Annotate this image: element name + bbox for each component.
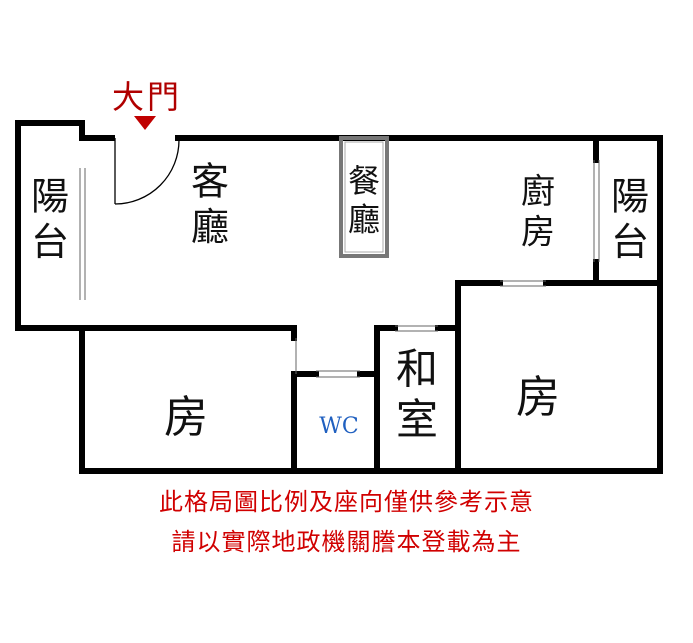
top-wall-left (79, 120, 115, 141)
wc-door-opening (295, 338, 360, 378)
bedroom-left-top-wall (79, 325, 297, 341)
entrance-arrow-icon (134, 116, 156, 130)
room-label-bathroom: WC (319, 414, 358, 439)
walls (15, 120, 663, 474)
dining-room-inner (344, 141, 384, 253)
thin-lines (79, 160, 600, 378)
room-label-bedroom-right: 房 (516, 372, 560, 423)
balcony-right-window (593, 160, 600, 262)
room-label-dining-room: 餐廳 (348, 162, 380, 238)
kitchen-bottom-wall (455, 280, 663, 474)
entrance-label: 大門 (112, 78, 182, 116)
room-label-kitchen: 廚房 (521, 172, 555, 253)
room-label-japanese-room: 和室 (396, 345, 438, 444)
room-label-balcony-right: 陽台 (611, 174, 649, 264)
room-label-bedroom-left: 房 (164, 392, 208, 443)
room-label-living-room: 客廳 (191, 159, 229, 249)
japanese-room-door-opening (395, 325, 438, 332)
dining-room-box (339, 136, 389, 258)
entrance-door (114, 138, 180, 205)
bedroom-right-door-opening (500, 280, 546, 287)
room-label-balcony-left: 陽台 (31, 174, 69, 264)
balcony-left-window (79, 168, 86, 300)
balcony-left-wall (15, 120, 85, 331)
disclaimer-line-2: 請以實際地政機關謄本登載為主 (171, 528, 522, 556)
disclaimer-line-1: 此格局圖比例及座向僅供參考示意 (159, 488, 534, 516)
